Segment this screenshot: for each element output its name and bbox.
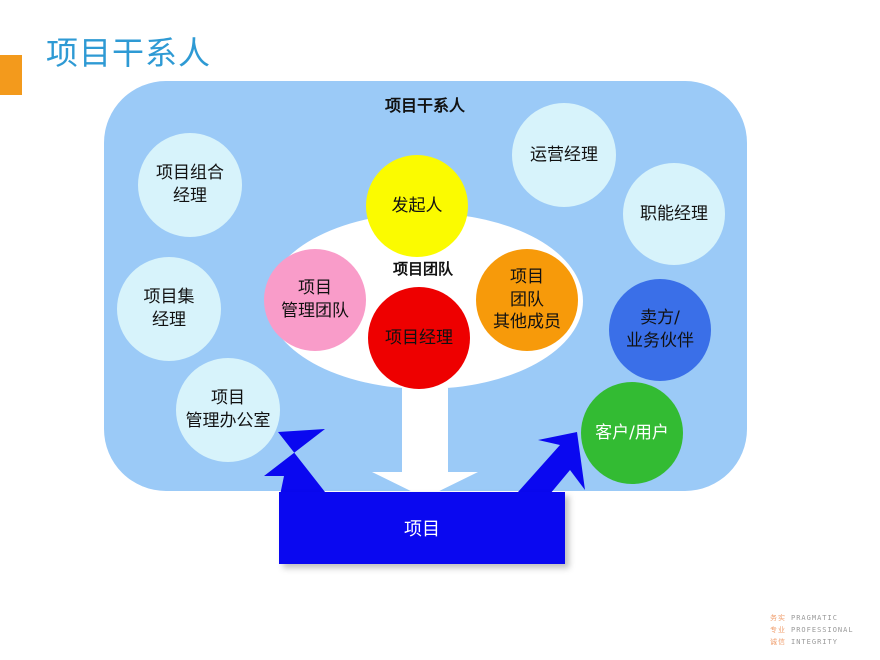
team-sponsor: 发起人 — [366, 155, 468, 257]
panel-title: 项目干系人 — [384, 96, 465, 115]
accent-bar — [0, 55, 22, 95]
left-up-arrow — [264, 429, 325, 500]
stakeholder-functional-manager: 职能经理 — [623, 163, 725, 265]
page-title: 项目干系人 — [46, 34, 212, 72]
project-box: 项目 — [279, 492, 565, 564]
stakeholder-portfolio-manager: 项目组合 经理 — [138, 133, 242, 237]
stakeholder-operations-manager: 运营经理 — [512, 103, 616, 207]
stakeholder-pmo: 项目 管理办公室 — [176, 358, 280, 462]
team-project-manager: 项目经理 — [368, 287, 470, 389]
down-arrow — [372, 388, 478, 498]
stakeholder-seller: 卖方/ 业务伙伴 — [609, 279, 711, 381]
team-management: 项目 管理团队 — [264, 249, 366, 351]
stakeholder-program-manager: 项目集 经理 — [117, 257, 221, 361]
right-up-arrow — [518, 432, 585, 500]
team-other-members: 项目 团队 其他成员 — [476, 249, 578, 351]
stakeholder-customer: 客户/用户 — [581, 382, 683, 484]
team-label: 项目团队 — [392, 260, 453, 278]
